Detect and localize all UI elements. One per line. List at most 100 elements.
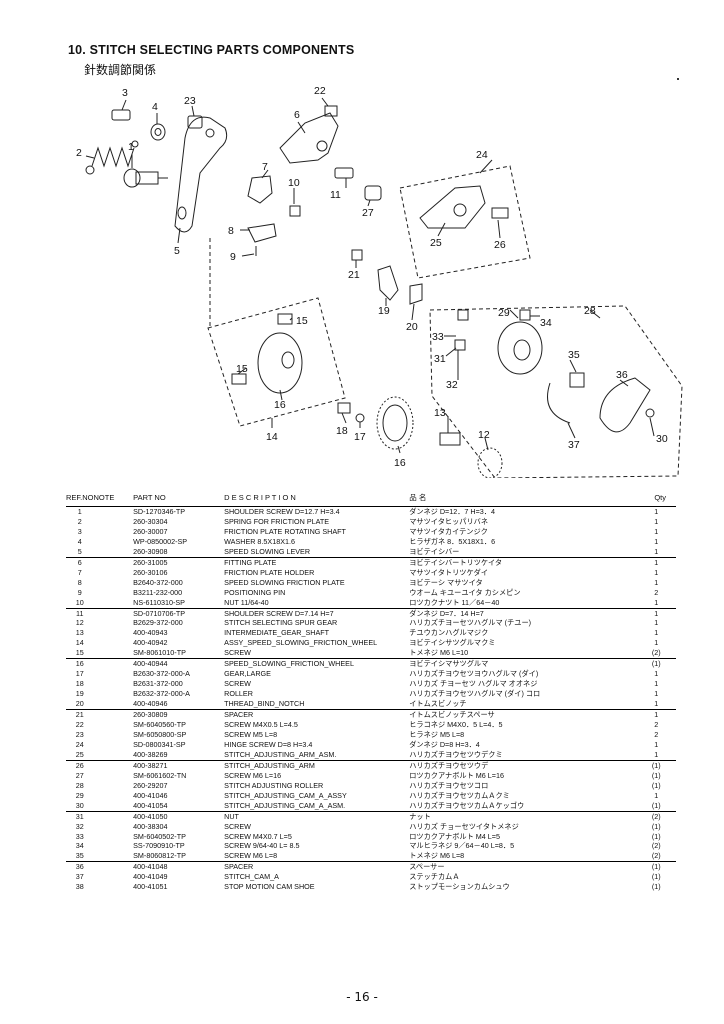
callout-26: 25	[430, 237, 442, 249]
callout-15-bottom: 15	[236, 363, 248, 375]
callout-23: 22	[314, 85, 326, 97]
cell-qty: 2	[654, 720, 659, 730]
callout-1: 1	[128, 141, 134, 153]
cell-description: STITCH_ADJUSTING_CAM_A_ASM.	[224, 800, 346, 810]
cell-ref-no: 32	[75, 821, 84, 831]
callout-27: 26	[494, 239, 506, 251]
cell-qty: (2)	[651, 851, 661, 861]
cell-note	[94, 771, 128, 781]
cell-qty: (2)	[636, 810, 676, 822]
cell-part-no: 260-29207	[133, 780, 168, 790]
callout-32: 31	[434, 353, 446, 365]
cell-note	[94, 781, 128, 791]
cell-note	[94, 507, 128, 517]
cell-qty: (1)	[651, 770, 661, 780]
cell-japanese-name: ヒラネジ M5 L=8	[409, 729, 465, 739]
cell-description: SCREW M4X0.7 L=5	[224, 831, 292, 841]
callout-4: 4	[152, 101, 158, 113]
callout-24: 23	[184, 95, 196, 107]
cell-description: SPACER	[224, 861, 410, 873]
cell-part-no: 260-30908	[133, 546, 168, 556]
cell-ref-no: 26	[66, 759, 94, 771]
cell-qty: (1)	[636, 658, 676, 670]
parts-table-body: 1 SD-1270346-TP SHOULDER SCREW D=12.7 H=3.…	[66, 507, 676, 893]
cell-japanese-name: マルヒラネジ 9／64－40 L=8．5	[409, 841, 515, 851]
cell-part-no: 400-41050	[127, 810, 225, 822]
cell-ref-no: 22	[75, 720, 84, 730]
cell-ref-no: 4	[77, 536, 82, 546]
cell-description: SHOULDER SCREW D=12.7 H=3.4	[224, 507, 340, 516]
cell-ref-no: 37	[75, 872, 84, 882]
callout-3: 3	[122, 87, 128, 99]
callout-9: 9	[230, 251, 236, 263]
cell-ref-no: 1	[77, 507, 82, 516]
cell-description: SCREW M6 L=16	[224, 770, 282, 780]
cell-part-no: SD-1270346-TP	[133, 507, 186, 516]
cell-note	[94, 822, 128, 832]
callout-14: 14	[266, 431, 278, 443]
header-note: NOTE	[93, 492, 128, 507]
cell-description: INTERMEDIATE_GEAR_SHAFT	[224, 628, 330, 638]
cell-part-no: SM-8060812-TP	[133, 851, 186, 861]
cell-ref-no: 11	[66, 607, 94, 619]
cell-note	[93, 861, 128, 873]
cell-description: SPACER	[224, 709, 410, 721]
cell-note	[94, 578, 128, 588]
cell-part-no: B2629-372-000	[133, 618, 183, 628]
callout-29: 28	[584, 305, 596, 317]
cell-qty: 1	[636, 556, 676, 568]
cell-qty: 1	[654, 669, 659, 679]
cell-ref-no: 29	[75, 790, 84, 800]
callout-36: 35	[568, 349, 580, 361]
assembly-box-25	[399, 165, 531, 279]
cell-part-no: B2630-372-000-A	[133, 669, 190, 679]
cell-description: STITCH_CAM_A	[224, 872, 279, 882]
callout-25: 24	[476, 149, 488, 161]
callout-10: 10	[288, 177, 300, 189]
cell-description: POSITIONING PIN	[224, 587, 286, 597]
cell-qty: 1	[654, 749, 659, 759]
cell-japanese-name: ナット	[409, 810, 637, 822]
cell-note	[94, 517, 128, 527]
cell-description: HINGE SCREW D=8 H=3.4	[224, 739, 313, 749]
cell-japanese-name: ヒラザガネ 8．5X18X1．6	[409, 536, 496, 546]
cell-part-no: B2631-372-000	[133, 679, 183, 689]
cell-note	[94, 689, 128, 699]
callout-2: 2	[76, 147, 82, 159]
cell-ref-no: 9	[77, 587, 82, 597]
page-subtitle: 針数調節関係	[84, 63, 157, 77]
cell-part-no: 400-41049	[133, 872, 168, 882]
callout-8: 8	[228, 225, 234, 237]
cell-part-no: 400-40946	[133, 699, 168, 709]
cell-part-no: 260-30304	[133, 516, 168, 526]
cell-part-no: SD-0800341-SP	[133, 739, 186, 749]
cell-japanese-name: ハリカズチヨウセツウデ	[409, 759, 637, 771]
cell-part-no: 260-30007	[133, 526, 168, 536]
cell-part-no: 260-31005	[127, 556, 225, 568]
cell-ref-no: 8	[77, 577, 82, 587]
cell-qty: (1)	[651, 872, 661, 882]
cell-note	[94, 588, 128, 598]
cell-ref-no: 25	[75, 749, 84, 759]
cell-japanese-name: マサツイタトリツケダイ	[409, 567, 489, 577]
cell-note	[93, 556, 128, 568]
cell-description: SCREW	[224, 679, 251, 689]
cell-note	[94, 750, 128, 760]
cell-note	[94, 527, 128, 537]
cell-description: STITCH_ADJUSTING_CAM_A_ASSY	[224, 790, 347, 800]
